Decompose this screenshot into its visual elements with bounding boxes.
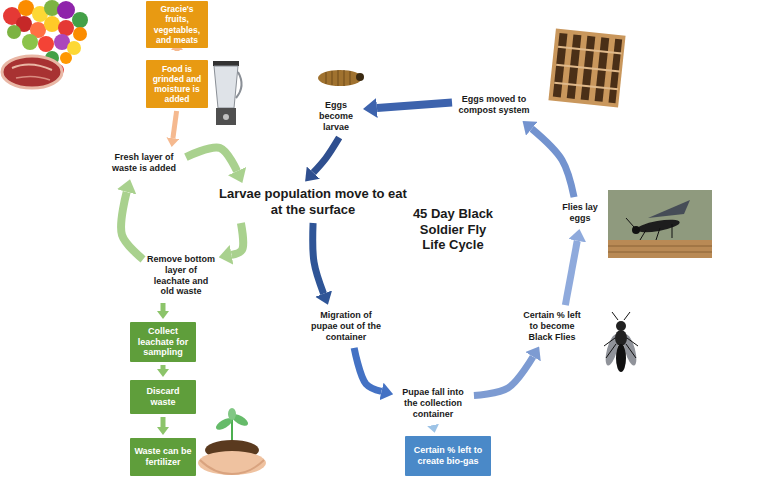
larva-picture — [318, 70, 364, 86]
stage-text: Eggs become larvae — [312, 98, 360, 135]
node-text: Eggs moved to compost system — [456, 94, 532, 116]
node-text: Remove bottom layer of leachate and old … — [146, 254, 216, 297]
node-text: Larvae population move to eat at the sur… — [219, 186, 407, 217]
flow-arrow — [354, 348, 381, 392]
fruit-heart-part — [60, 52, 72, 64]
fruit-heart-part — [58, 20, 74, 36]
blender-picture-part — [236, 72, 242, 98]
flow-arrow — [175, 50, 180, 51]
fruit-heart-part — [38, 36, 54, 52]
fruit-heart-part — [57, 1, 75, 19]
node-text: Migration of pupae out of the container — [311, 310, 381, 342]
fly-photo-part — [608, 190, 712, 258]
node-text: Pupae fall into the collection container — [396, 387, 470, 419]
plant-in-hands-picture-part — [198, 451, 266, 475]
fly-photo-part — [632, 226, 640, 234]
flow-arrow — [161, 303, 166, 311]
fruit-heart-part — [72, 12, 88, 28]
larva-picture-part — [326, 70, 350, 86]
plant-in-hands-picture-part — [228, 408, 236, 420]
node-text: Fresh layer of waste is added — [106, 152, 182, 174]
fruit-heart-part — [73, 27, 87, 41]
flow-arrow — [161, 365, 166, 369]
node-text: Eggs become larvae — [313, 100, 359, 132]
steak-picture-part — [12, 64, 52, 70]
flow-arrow — [565, 241, 577, 305]
process-box: Discard waste — [130, 380, 196, 414]
flow-arrow — [431, 422, 436, 427]
blender-picture-part — [216, 108, 236, 125]
fly-photo — [608, 190, 712, 258]
egg-cardboard-picture-part — [548, 29, 625, 108]
steak-picture — [2, 56, 62, 88]
node-text: Food is grinded and moisture is added — [149, 64, 205, 105]
black-fly-picture-part — [616, 344, 626, 372]
stage-text: Certain % left to become Black Flies — [520, 308, 584, 345]
larva-picture-part — [318, 70, 362, 86]
flow-arrow — [186, 148, 237, 172]
plant-in-hands-picture-part — [200, 460, 264, 474]
flow-arrow — [313, 138, 339, 173]
blender-picture-part — [214, 66, 238, 108]
flow-arrow — [232, 223, 244, 255]
flow-arrow — [474, 357, 533, 396]
blender-picture — [213, 61, 242, 125]
stage-text: Flies lay eggs — [555, 200, 605, 226]
flow-arrow — [173, 111, 177, 138]
process-box: Waste can be fertilizer — [130, 438, 196, 476]
fly-photo-part — [608, 240, 712, 258]
blender-picture-part — [213, 61, 239, 66]
blender-picture-part — [223, 114, 229, 120]
cycle-label: 45 Day Black Soldier Fly Life Cycle — [412, 206, 494, 253]
plant-in-hands-picture — [198, 408, 266, 475]
egg-cardboard-picture — [548, 29, 625, 108]
stage-text: Pupae fall into the collection container — [395, 385, 471, 422]
fly-photo-part — [608, 246, 712, 252]
black-fly-picture-part — [616, 321, 626, 331]
node-text: Certain % left to become Black Flies — [521, 310, 583, 342]
steak-picture-part — [16, 76, 50, 80]
flow-arrow — [532, 129, 574, 197]
fruit-heart-part — [44, 16, 60, 32]
node-text: Certain % left to create bio-gas — [408, 445, 488, 467]
process-box: Food is grinded and moisture is added — [146, 60, 208, 108]
node-text: Waste can be fertilizer — [133, 446, 193, 468]
node-text: Gracie's fruits, vegetables, and meats — [149, 4, 205, 45]
flow-arrow — [161, 417, 166, 427]
node-text: Flies lay eggs — [556, 202, 604, 224]
fly-photo-part — [635, 217, 680, 234]
process-box: Gracie's fruits, vegetables, and meats — [146, 1, 208, 48]
black-fly-picture — [603, 312, 639, 372]
egg-cardboard-picture-part — [554, 47, 621, 89]
flow-arrow — [121, 192, 143, 259]
stage-text: Eggs moved to compost system — [455, 92, 533, 118]
stage-text: Fresh layer of waste is added — [105, 150, 183, 176]
black-fly-picture-part — [604, 312, 638, 358]
fly-photo-part — [626, 218, 672, 240]
stage-text: Remove bottom layer of leachate and old … — [145, 252, 217, 300]
larva-picture-part — [356, 73, 364, 81]
black-fly-picture-part — [615, 330, 627, 346]
process-box: Certain % left to create bio-gas — [405, 436, 491, 476]
fruit-heart-part — [18, 0, 34, 16]
flow-arrow — [313, 223, 324, 294]
steak-picture-part — [2, 56, 62, 88]
fly-photo-part — [648, 200, 690, 218]
flow-arrow — [377, 103, 452, 108]
node-text: Discard waste — [133, 386, 193, 408]
stage-text: Larvae population move to eat at the sur… — [218, 184, 408, 220]
fruit-heart-part — [22, 34, 38, 50]
fruit-heart-part — [7, 25, 21, 39]
node-text: Collect leachate for sampling — [133, 326, 193, 358]
process-box: Collect leachate for sampling — [130, 322, 196, 362]
stage-text: Migration of pupae out of the container — [310, 308, 382, 345]
